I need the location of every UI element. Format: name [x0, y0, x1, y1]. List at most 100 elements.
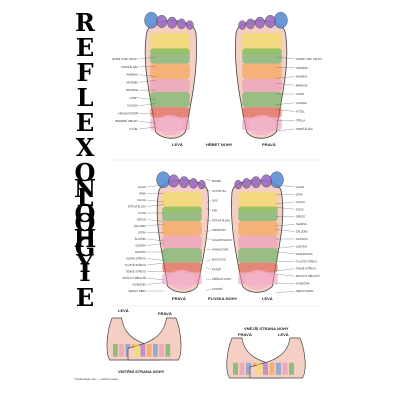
plantar-right-foot-toe-4	[242, 178, 251, 189]
dorsal-left-label-4: BRÁNICE	[126, 88, 138, 92]
plantar-center-leader-11	[205, 288, 212, 292]
dorsal-right-foot-zone-3	[242, 63, 282, 80]
plantar-right-foot-toe-5	[234, 179, 243, 190]
inner-left-foot-band-2	[119, 344, 124, 357]
dorsal-right-foot-toe-5	[238, 20, 247, 30]
plantar-right-leader-14	[275, 290, 296, 294]
dorsal-left-foot-heel-zone	[156, 114, 184, 136]
plantar-right-foot-toe-3	[250, 176, 261, 189]
plantar-left-leader-14	[146, 277, 165, 281]
dorsal-left-foot-toe-2	[156, 14, 168, 28]
dorsal-right-foot-toe-1	[273, 11, 288, 29]
plantar-right-label-7: SLINIVKA	[296, 237, 308, 241]
dorsal-right-leader-0	[275, 56, 296, 60]
plantar-right-leader-11	[275, 268, 296, 271]
plantar-left-foot-zone-5	[162, 248, 202, 263]
plantar-left-label-1: ZRAK	[139, 192, 146, 196]
outer-right-foot-band-2	[282, 362, 288, 375]
plantar-left-leader-12	[146, 262, 165, 266]
dorsal-left-foot-toe-1	[144, 11, 159, 29]
plantar-left-label-4: PLÍCE	[139, 211, 147, 215]
inner-left-foot-band-1	[112, 344, 118, 357]
dorsal-left-label-5: LOKET	[129, 96, 138, 100]
outer-right-foot-band-6	[256, 362, 262, 375]
dorsal-left-label-3: HRUDNÍK	[126, 80, 138, 84]
dorsal-left-label-0: HORNÍ LYMF. UZLINY	[112, 57, 138, 61]
plantar-right-label-4: SRDCE	[296, 215, 305, 219]
dorsal-left-leader-2	[138, 74, 157, 77]
dorsal-left-leader-5	[138, 97, 157, 101]
plantar-right-leader-9	[275, 251, 296, 255]
plantar-right-leader-5	[275, 223, 296, 227]
dorsal-left-leader-3	[138, 80, 157, 83]
plantar-center-leader-0	[205, 178, 212, 182]
outer-right-foot-band-5	[263, 362, 268, 375]
plantar-left-leader-5	[146, 219, 165, 222]
dorsal-left-label-1: PRSNÍ ŽLÁZA	[121, 64, 138, 69]
dorsal-left-foot-zone-4	[150, 79, 190, 92]
plantar-center-leader-6	[205, 237, 212, 241]
plantar-center-label-2: NOS	[212, 199, 218, 203]
plantar-right-label-3: PLÍCE	[296, 207, 304, 211]
inner-left-caption: LEVÁ	[118, 308, 129, 313]
plantar-left-label-6: ŽALUDEK	[134, 223, 146, 228]
outer-left-foot-band-3	[246, 362, 251, 375]
plantar-right-foot-zone-5	[238, 248, 278, 263]
plantar-right-label-14: SEDACÍ NERV	[296, 289, 314, 293]
plantar-center-leader-3	[205, 208, 212, 211]
plantar-right-label-8: LEDVINA	[296, 244, 307, 248]
dorsal-left-foot-toe-5	[185, 20, 194, 30]
dorsal-right-leader-5	[275, 102, 296, 105]
plantar-left-leader-11	[146, 258, 165, 261]
plantar-right-label-2: SLUCH	[296, 200, 305, 204]
dorsal-right-leader-3	[275, 83, 296, 86]
dorsal-left-foot-zone-2	[150, 48, 190, 64]
dorsal-right-leader-8	[275, 128, 296, 132]
plantar-left-label-0: HLAVA	[138, 185, 146, 189]
plantar-right-leader-2	[275, 201, 296, 205]
outer-right-foot-band-4	[269, 362, 275, 375]
plantar-left-caption: PRAVÁ	[172, 296, 186, 301]
plantar-right-label-10: TLUSTÉ STŘEVO	[296, 258, 317, 263]
plantar-left-label-5: SRDCE	[137, 218, 146, 222]
dorsal-right-leader-6	[275, 109, 296, 112]
plantar-left-label-7: JÁTRA	[138, 231, 146, 235]
dorsal-left-foot-zone-5	[150, 91, 190, 108]
plantar-right-label-0: HLAVA	[296, 185, 304, 189]
dorsal-left-label-2: RAMENO	[127, 73, 138, 77]
outer-left-caption: PRAVÁ	[238, 332, 252, 337]
plantar-left-label-13: TENKÉ STŘEVO	[126, 269, 146, 274]
plantar-right-label-11: TENKÉ STŘEVO	[296, 266, 316, 271]
plantar-center-leader-2	[205, 200, 212, 203]
dorsal-right-foot-heel-zone	[248, 114, 276, 136]
plantar-right-label-1: ZRAK	[296, 192, 303, 196]
plantar-left-label-15: KONEČNÍK	[132, 282, 146, 287]
plantar-center-caption: PLOSKA NOHY	[208, 296, 238, 301]
outer-left-foot-band-2	[239, 362, 245, 375]
plantar-center-label-4: ŠTÍTNÁ ŽLÁZA	[212, 217, 230, 222]
dorsal-right-foot-zone-4	[242, 79, 282, 92]
dorsal-right-leader-2	[275, 76, 296, 79]
dorsal-left-label-7: HRUDNÍ PÁTEŘ	[119, 110, 139, 115]
inner-right-foot-band-2	[159, 344, 164, 357]
dorsal-left-leader-8	[138, 121, 157, 124]
dorsal-right-foot-zone-2	[242, 48, 282, 64]
plantar-left-foot-zone-4	[162, 235, 202, 249]
plantar-left-label-11: SLEPÉ STŘEVO	[126, 256, 146, 261]
plantar-left-leader-3	[146, 204, 165, 207]
dorsal-left-label-6: KOLENO	[127, 104, 138, 108]
inner-right-foot-band-1	[165, 344, 171, 357]
dorsal-right-label-6: KYČEL	[296, 109, 305, 114]
dorsal-center-caption: HŘBET NOHY	[206, 142, 233, 147]
plantar-right-foot-toe-2	[260, 174, 272, 188]
dorsal-left-leader-6	[138, 103, 157, 106]
outer-right-foot-band-3	[276, 362, 281, 375]
plantar-right-leader-8	[275, 246, 296, 249]
plantar-center-label-5: PRŮDUŠKY	[212, 227, 227, 232]
inner-right-foot-band-3	[152, 344, 158, 357]
plantar-left-foot-toe-2	[168, 174, 180, 188]
dorsal-left-caption: LEVÁ	[172, 142, 183, 147]
dorsal-left-leader-9	[138, 126, 157, 130]
plantar-center-leader-8	[205, 259, 212, 262]
plantar-left-foot-zone-2	[162, 206, 202, 222]
